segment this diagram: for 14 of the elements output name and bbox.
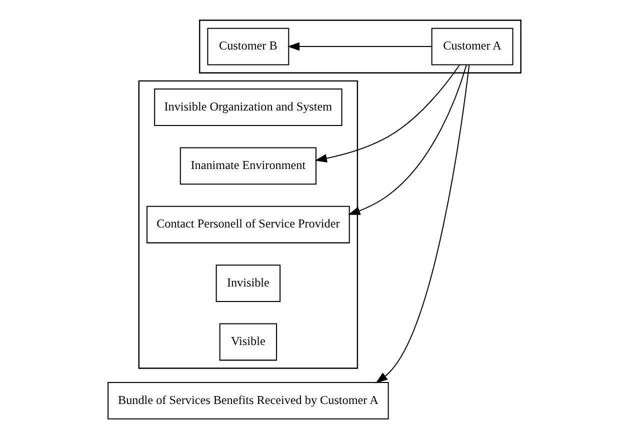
- arrow: [348, 64, 466, 215]
- node-box: Customer A: [430, 28, 513, 66]
- node-box: Bundle of Services Benefits Received by Customer A: [107, 382, 388, 420]
- arrow: [314, 64, 460, 162]
- node-box: Contact Personell of Service Provider: [146, 206, 350, 244]
- cluster: [198, 20, 521, 74]
- node-box: Invisible: [215, 264, 280, 302]
- arrow: [375, 64, 470, 384]
- node-box: Invisible Organization and System: [154, 88, 342, 126]
- node-box: Customer B: [206, 28, 289, 66]
- arrow: [286, 42, 432, 51]
- node-box: Inanimate Environment: [179, 147, 316, 185]
- node-box: Visible: [218, 323, 277, 361]
- cluster: [138, 80, 358, 369]
